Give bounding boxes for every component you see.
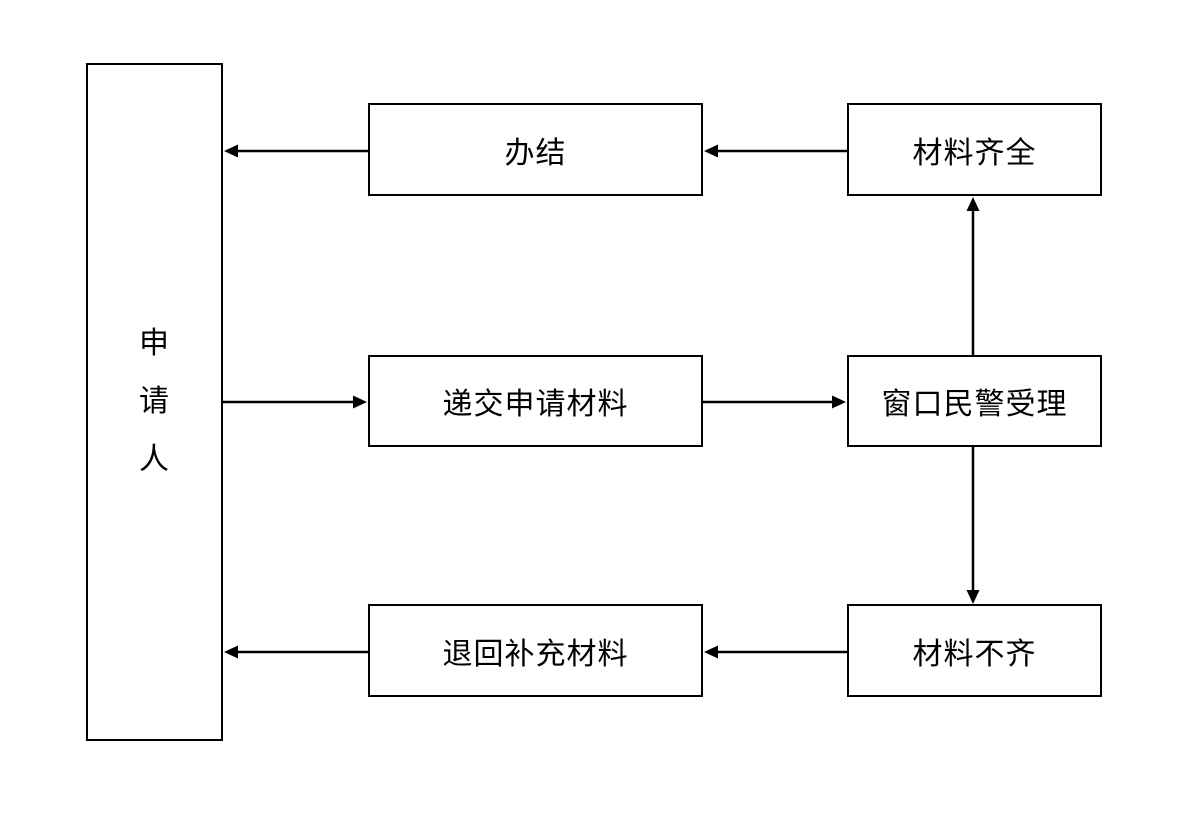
window-police-box: 窗口民警受理 (847, 355, 1102, 447)
submit-materials-box: 递交申请材料 (368, 355, 703, 447)
materials-complete-label: 材料齐全 (912, 135, 1037, 171)
materials-incomplete-box: 材料不齐 (847, 604, 1102, 697)
done-box: 办结 (368, 103, 703, 196)
return-supplement-box: 退回补充材料 (368, 604, 703, 697)
materials-incomplete-label: 材料不齐 (912, 636, 1037, 672)
arrow-window-to-complete-head (966, 197, 980, 211)
applicant-char-3: 人 (139, 442, 170, 477)
applicant-char-1: 申 (139, 326, 170, 361)
submit-materials-label: 递交申请材料 (442, 387, 629, 422)
applicant-char-2: 请 (139, 384, 170, 419)
arrow-incomplete-to-return-head (704, 645, 718, 659)
window-police-label: 窗口民警受理 (881, 387, 1068, 422)
arrow-return-to-applicant-head (224, 645, 238, 659)
arrow-applicant-to-submit-head (353, 395, 367, 409)
done-label: 办结 (504, 135, 567, 171)
applicant-box: 申 请 人 (86, 63, 223, 741)
arrow-window-to-incomplete-head (966, 590, 980, 604)
arrow-complete-to-done-head (704, 144, 718, 158)
arrow-submit-to-window-head (832, 395, 846, 409)
return-supplement-label: 退回补充材料 (442, 636, 629, 672)
materials-complete-box: 材料齐全 (847, 103, 1102, 196)
arrow-done-to-applicant-head (224, 144, 238, 158)
